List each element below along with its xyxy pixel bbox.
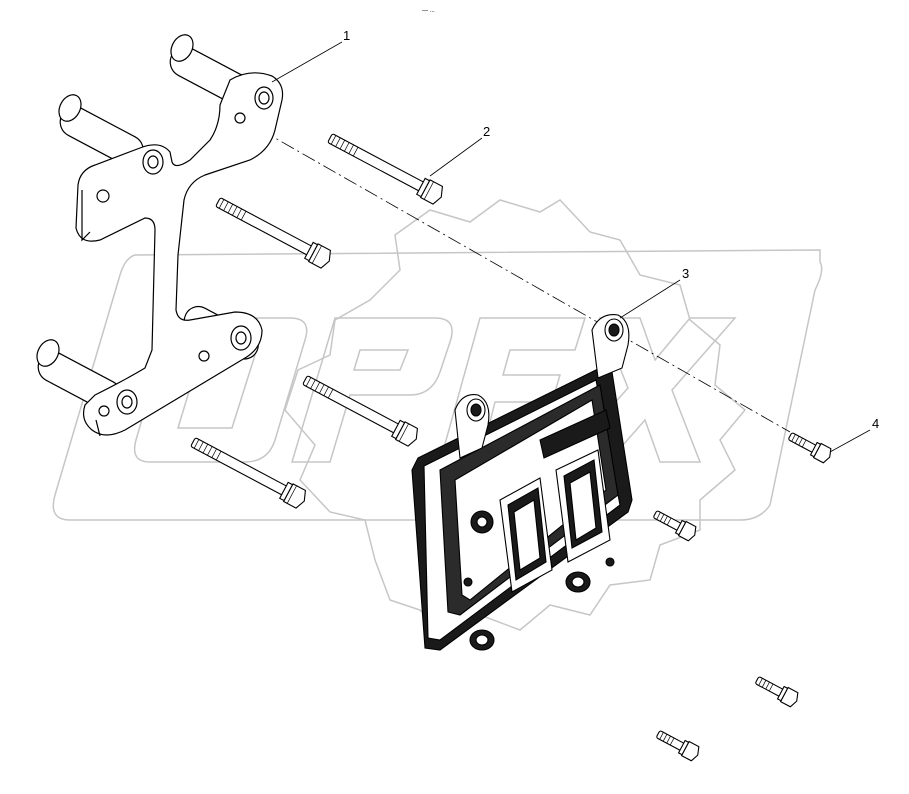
opex-watermark (52, 199, 823, 642)
long-bolt-4 (190, 437, 307, 509)
callout-label-3: 3 (682, 266, 689, 281)
long-bolts (190, 133, 444, 509)
ecm-ear-left (454, 394, 490, 459)
bracket-plate (75, 72, 284, 436)
short-bolts (653, 432, 832, 762)
watermark-o-box (52, 249, 823, 521)
short-bolt-3 (755, 676, 799, 708)
short-bolt-1 (788, 432, 832, 464)
leader-line-1 (271, 41, 343, 83)
leader-line-2 (429, 137, 483, 177)
watermark-letter-p (290, 317, 453, 463)
bracket-hole-8 (98, 405, 110, 417)
bracket-hole-4 (96, 189, 110, 203)
callout-label-2: 2 (483, 124, 490, 139)
callout-label-1: 1 (343, 28, 350, 43)
callouts (271, 41, 871, 453)
long-bolt-3 (302, 375, 419, 447)
callout-label-4: 4 (872, 416, 879, 431)
ecm-connector-right (555, 449, 611, 563)
short-bolt-4 (656, 730, 700, 762)
long-bolt-2 (215, 197, 332, 269)
page-label: — ... (422, 8, 435, 14)
ecm-connector-left (499, 477, 553, 593)
ecm-label-plate (539, 409, 611, 459)
leader-line-4 (829, 429, 871, 453)
watermark-gear-outline (284, 199, 747, 642)
bracket-hole-6 (198, 350, 210, 362)
ecm-module (411, 314, 633, 651)
bracket-hole-2 (234, 112, 246, 124)
ecm-ear-top (591, 314, 630, 379)
mounting-bracket (36, 34, 284, 437)
leader-line-3 (619, 279, 681, 319)
short-bolt-2 (653, 510, 697, 542)
assembly-centerline (239, 117, 791, 433)
long-bolt-1 (327, 133, 444, 205)
